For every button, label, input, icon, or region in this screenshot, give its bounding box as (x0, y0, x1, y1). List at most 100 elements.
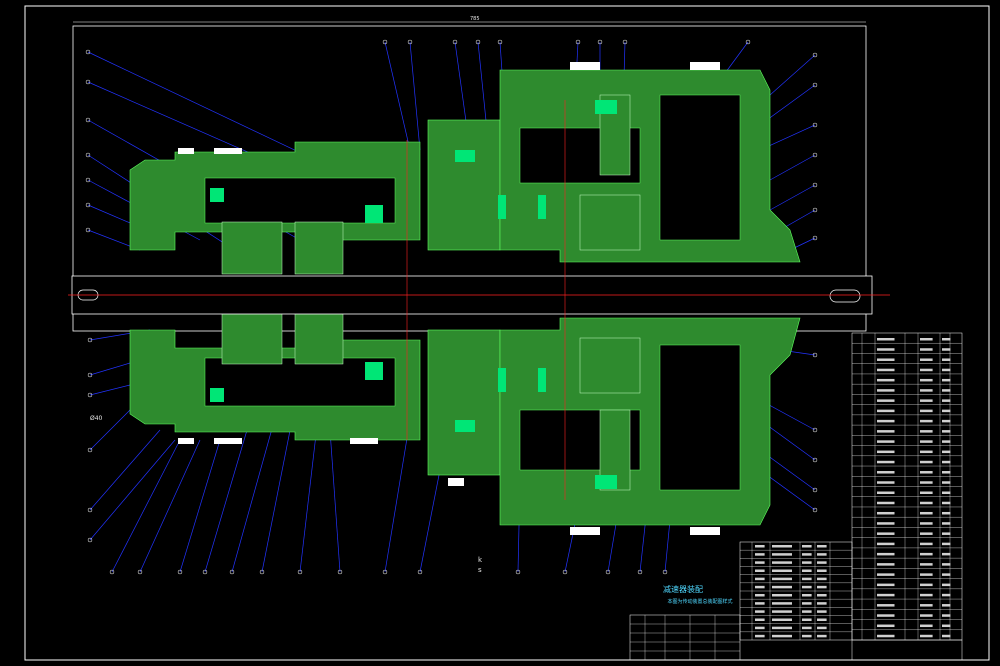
bom-cell-mark (755, 602, 765, 605)
leader-line (384, 41, 411, 151)
bom-cell-mark (877, 389, 895, 392)
shaft-keyway-right (829, 289, 861, 303)
bom-cell-mark (942, 430, 951, 433)
part-balloon (85, 177, 91, 183)
bom-cell-mark (802, 553, 812, 556)
bom-cell-mark (942, 440, 951, 443)
lower-mark-2: s (478, 566, 482, 574)
bom-cell-mark (942, 573, 951, 576)
bom-cell-mark (920, 409, 933, 413)
part-balloon (475, 39, 481, 45)
part-balloon (812, 457, 818, 463)
bom-cell-mark (802, 626, 812, 630)
center-flange-upper (427, 119, 501, 251)
bom-cell-mark (920, 624, 933, 628)
bom-cell-mark (877, 399, 895, 402)
part-balloon (597, 39, 603, 45)
leader-line (409, 41, 421, 151)
bolt-heads (178, 62, 720, 535)
part-balloon (417, 569, 423, 575)
bom-cell-mark (877, 573, 895, 576)
bom-cell-mark (755, 634, 765, 638)
bom-cell-mark (942, 358, 951, 361)
bom-cell-mark (920, 481, 933, 484)
bom-cell-mark (877, 471, 895, 474)
bom-cell-mark (877, 348, 895, 351)
leader-line (111, 439, 181, 573)
bom-cell-mark (755, 577, 765, 581)
part-balloon (812, 152, 818, 158)
bom-cell-mark (802, 569, 812, 572)
bom-cell-mark (877, 614, 895, 617)
bom-cell-mark (942, 348, 951, 351)
leader-line (769, 54, 816, 96)
center-flange-lower (427, 329, 501, 476)
bom-cell-mark (920, 604, 933, 607)
leader-line (769, 184, 816, 211)
bom-cell-mark (920, 501, 933, 505)
gear-block-6 (579, 337, 641, 394)
bom-cell-mark (772, 610, 792, 613)
bom-cell-mark (772, 561, 792, 564)
bom-cell-mark (920, 573, 933, 576)
part-balloon (177, 569, 183, 575)
bom-cell-mark (802, 634, 812, 638)
part-balloon (662, 569, 668, 575)
part-balloon (745, 39, 751, 45)
bom-cell-mark (755, 618, 765, 621)
bom-cell-mark (877, 511, 895, 515)
bom-cell-mark (920, 419, 933, 423)
bom-cell-mark (817, 585, 827, 589)
part-balloon (812, 82, 818, 88)
part-balloon (515, 569, 521, 575)
left-cavity-lower (204, 357, 396, 407)
bom-cell-mark (942, 491, 951, 494)
bom-cell-mark (817, 561, 827, 564)
bom-cell-mark (772, 602, 792, 605)
bom-cell-mark (942, 593, 951, 597)
bom-cell-mark (817, 577, 827, 581)
part-balloon (497, 39, 503, 45)
leader-line (139, 439, 201, 573)
gear-block-2 (221, 311, 283, 365)
part-balloon (812, 427, 818, 433)
bom-cell-mark (920, 358, 933, 361)
part-balloon (229, 569, 235, 575)
bom-cell-mark (942, 511, 951, 515)
bom-cell-mark (942, 552, 951, 556)
bom-cell-mark (772, 545, 792, 548)
bom-cell-mark (772, 618, 792, 621)
part-balloon (812, 507, 818, 513)
leader-line (179, 439, 221, 573)
bom-cell-mark (920, 593, 933, 597)
part-balloon (87, 392, 93, 398)
bom-cell-mark (877, 338, 895, 341)
bom-cell-mark (802, 610, 812, 613)
bom-cell-mark (942, 399, 951, 402)
bom-cell-mark (920, 368, 933, 372)
bom-cell-mark (877, 450, 895, 454)
leader-line (769, 154, 816, 181)
bom-cell-mark (920, 532, 933, 535)
bom-cell-mark (755, 585, 765, 589)
leader-line (664, 519, 671, 573)
outer-frame (24, 5, 990, 661)
bom-cell-mark (920, 450, 933, 454)
bom-cell-mark (755, 569, 765, 572)
bom-cell-mark (802, 585, 812, 589)
bom-cell-mark (942, 614, 951, 617)
part-balloon (87, 537, 93, 543)
bom-cell-mark (817, 602, 827, 605)
part-balloon (382, 39, 388, 45)
part-balloon (85, 117, 91, 123)
bom-cell-mark (920, 378, 933, 382)
bom-cell-mark (817, 545, 827, 548)
leader-line (89, 429, 161, 511)
bom-cell-mark (802, 602, 812, 605)
bom-cell-mark (817, 594, 827, 597)
bom-cell-mark (942, 471, 951, 474)
part-balloon (562, 569, 568, 575)
part-balloon (812, 122, 818, 128)
part-balloons (85, 39, 818, 575)
